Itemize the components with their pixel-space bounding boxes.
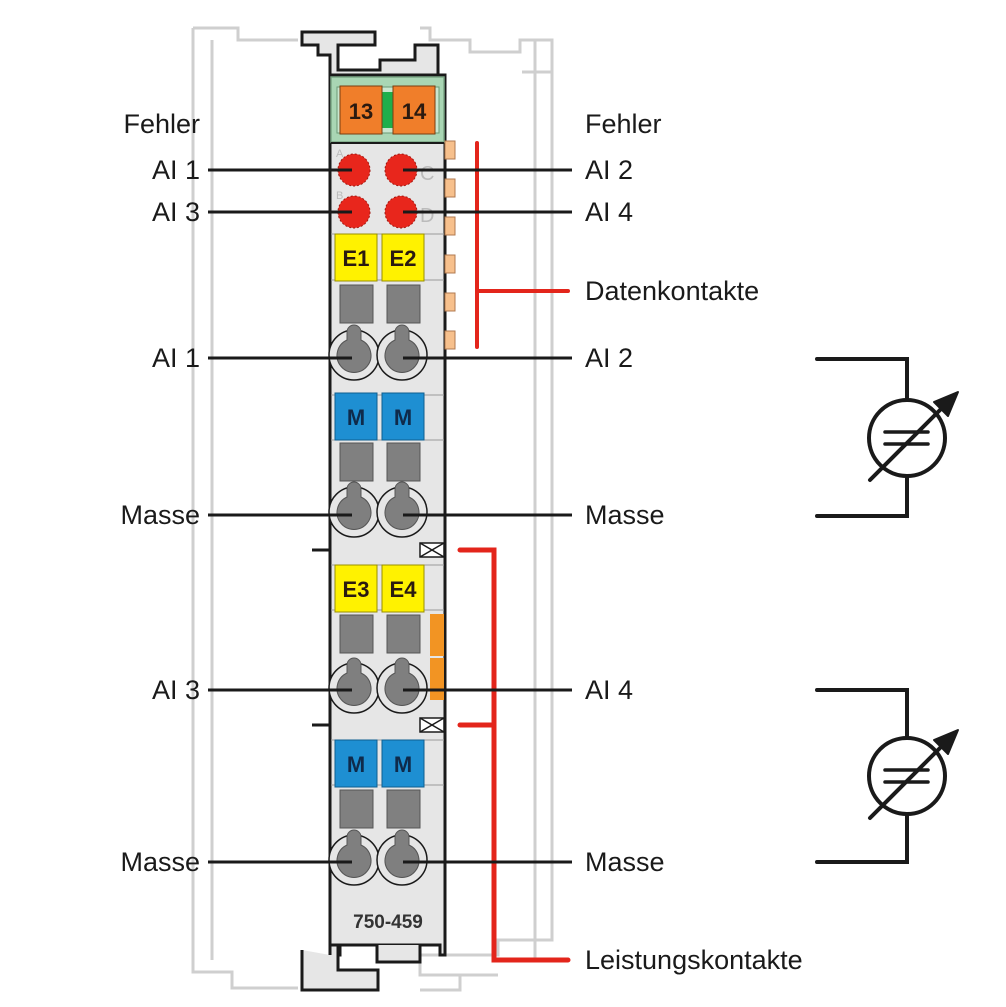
- clamp-masse-1a: [336, 481, 372, 530]
- terminal-13: [339, 85, 383, 135]
- led-letter-d: D: [420, 205, 434, 227]
- spring-clamps-2: [328, 481, 428, 538]
- marker-row-1: E1 E2: [334, 233, 425, 282]
- clamp-ai4: [384, 657, 420, 706]
- label-masse-right-1: Masse: [585, 500, 665, 530]
- terminal-13-label: 13: [349, 99, 373, 124]
- marker-m2: M: [394, 405, 412, 430]
- marker-row-4: M M: [334, 739, 425, 788]
- clamp-ai1: [336, 324, 372, 373]
- leistungskontakte-bracket: [457, 547, 571, 963]
- label-clamp-ai2: AI 2: [585, 343, 633, 373]
- header-terminal-block: 13 14: [330, 76, 445, 143]
- marker-e4: E4: [390, 577, 418, 602]
- clamp-ai2: [384, 324, 420, 373]
- data-contacts: [444, 140, 456, 350]
- clamp-masse-2b: [384, 829, 420, 878]
- part-number: 750-459: [353, 912, 423, 933]
- power-contact-x-top: [419, 542, 445, 558]
- marker-row-2: M M: [334, 392, 425, 441]
- label-led-ai4: AI 4: [585, 197, 633, 227]
- label-masse-right-2: Masse: [585, 847, 665, 877]
- clamp-masse-1b: [384, 481, 420, 530]
- label-clamp-ai1: AI 1: [152, 343, 200, 373]
- label-fehler-left: Fehler: [123, 109, 200, 139]
- neighbor-module-left-outline: [191, 26, 298, 990]
- current-source-icon: [815, 688, 959, 864]
- label-clamp-ai4: AI 4: [585, 675, 633, 705]
- marker-e2: E2: [390, 246, 417, 271]
- clamp-slots-3: [339, 614, 421, 654]
- label-clamp-ai3: AI 3: [152, 675, 200, 705]
- terminal-14: [392, 85, 436, 135]
- marker-e3: E3: [343, 577, 370, 602]
- label-led-ai2: AI 2: [585, 155, 633, 185]
- neighbor-module-right-outline: [418, 26, 554, 992]
- datenkontakte-bracket: [475, 141, 570, 349]
- label-led-ai3: AI 3: [152, 197, 200, 227]
- terminal-14-label: 14: [402, 99, 427, 124]
- marker-m3: M: [347, 752, 365, 777]
- clamp-slots-4: [339, 789, 421, 829]
- led-letter-c: C: [420, 163, 434, 185]
- spring-clamps-4: [328, 829, 428, 886]
- current-source-icon: [815, 357, 959, 518]
- label-fehler-right: Fehler: [585, 109, 662, 139]
- clamp-slots-1: [339, 284, 421, 324]
- led-letter-a: A: [336, 148, 344, 160]
- label-masse-left-1: Masse: [120, 500, 200, 530]
- label-masse-left-2: Masse: [120, 847, 200, 877]
- marker-m1: M: [347, 405, 365, 430]
- marker-row-3: E3 E4: [334, 564, 425, 613]
- led-letter-b: B: [336, 190, 343, 202]
- label-leistungskontakte: Leistungskontakte: [585, 945, 803, 975]
- marker-m4: M: [394, 752, 412, 777]
- label-datenkontakte: Datenkontakte: [585, 276, 759, 306]
- power-contact-x-bottom: [419, 717, 445, 733]
- spring-clamps-3: [328, 657, 428, 714]
- spring-clamps-1: [328, 324, 428, 381]
- leader-lines: [208, 168, 572, 864]
- status-leds: A B C D: [336, 148, 434, 229]
- marker-e1: E1: [343, 246, 370, 271]
- clamp-masse-2a: [336, 829, 372, 878]
- label-led-ai1: AI 1: [152, 155, 200, 185]
- clamp-ai3: [336, 657, 372, 706]
- clamp-slots-2: [339, 442, 421, 482]
